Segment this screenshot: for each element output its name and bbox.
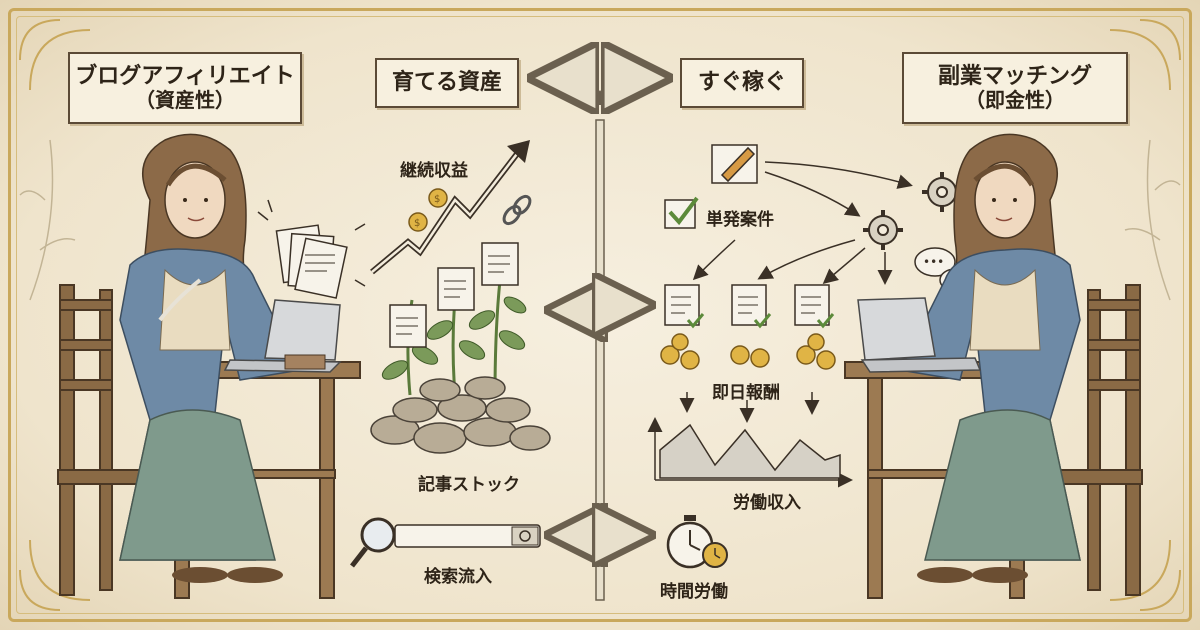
label-hourly-labor: 時間労働	[660, 582, 728, 602]
magnifier-icon	[350, 517, 541, 568]
right-title-line2: （即金性）	[965, 88, 1065, 113]
chain-link-icon	[502, 194, 532, 226]
right-woman	[898, 133, 1081, 583]
pencil-icon	[711, 144, 758, 184]
checkbox-icon	[664, 196, 699, 229]
coin-icon-stack: $ $	[408, 188, 448, 232]
flow-arrows	[679, 161, 956, 423]
left-header-box: 育てる資産	[375, 58, 519, 108]
foliage-decoration	[19, 139, 1181, 301]
coin-icon-row	[660, 333, 836, 370]
left-woman	[119, 133, 302, 583]
document-icon-row	[664, 284, 835, 329]
right-title-box: 副業マッチング （即金性）	[902, 52, 1128, 124]
labor-income-chart	[647, 417, 853, 488]
label-continuous-income: 継続収益	[400, 161, 468, 181]
left-title-line1: ブログアフィリエイト	[75, 63, 295, 89]
left-title-line2: （資産性）	[135, 88, 235, 113]
label-search-traffic: 検索流入	[424, 567, 492, 587]
right-chair	[1021, 284, 1143, 596]
stone-pile	[370, 376, 551, 454]
left-title-box: ブログアフィリエイト （資産性）	[68, 52, 302, 124]
label-single-project: 単発案件	[706, 210, 774, 230]
plants-with-documents	[381, 242, 527, 396]
center-divider-arrows	[545, 78, 655, 601]
floating-documents	[257, 199, 366, 299]
right-header: すぐ稼ぐ	[697, 70, 786, 96]
left-header: 育てる資産	[391, 70, 502, 96]
right-laptop-icon	[857, 297, 982, 373]
svg-text:$: $	[414, 218, 420, 229]
label-same-day-payment: 即日報酬	[712, 383, 780, 403]
right-title-line1: 副業マッチング	[937, 63, 1092, 89]
svg-text:•••: •••	[923, 255, 944, 269]
svg-text:$: $	[434, 194, 440, 205]
right-header-box: すぐ稼ぐ	[680, 58, 804, 108]
label-article-stock: 記事ストック	[418, 475, 520, 495]
growth-arrow	[370, 140, 530, 275]
gear-icon	[863, 172, 962, 250]
left-laptop-icon	[223, 299, 342, 373]
corner-flourishes	[19, 19, 1181, 611]
stopwatch-icon	[666, 515, 728, 569]
label-labor-income: 労働収入	[733, 493, 801, 513]
